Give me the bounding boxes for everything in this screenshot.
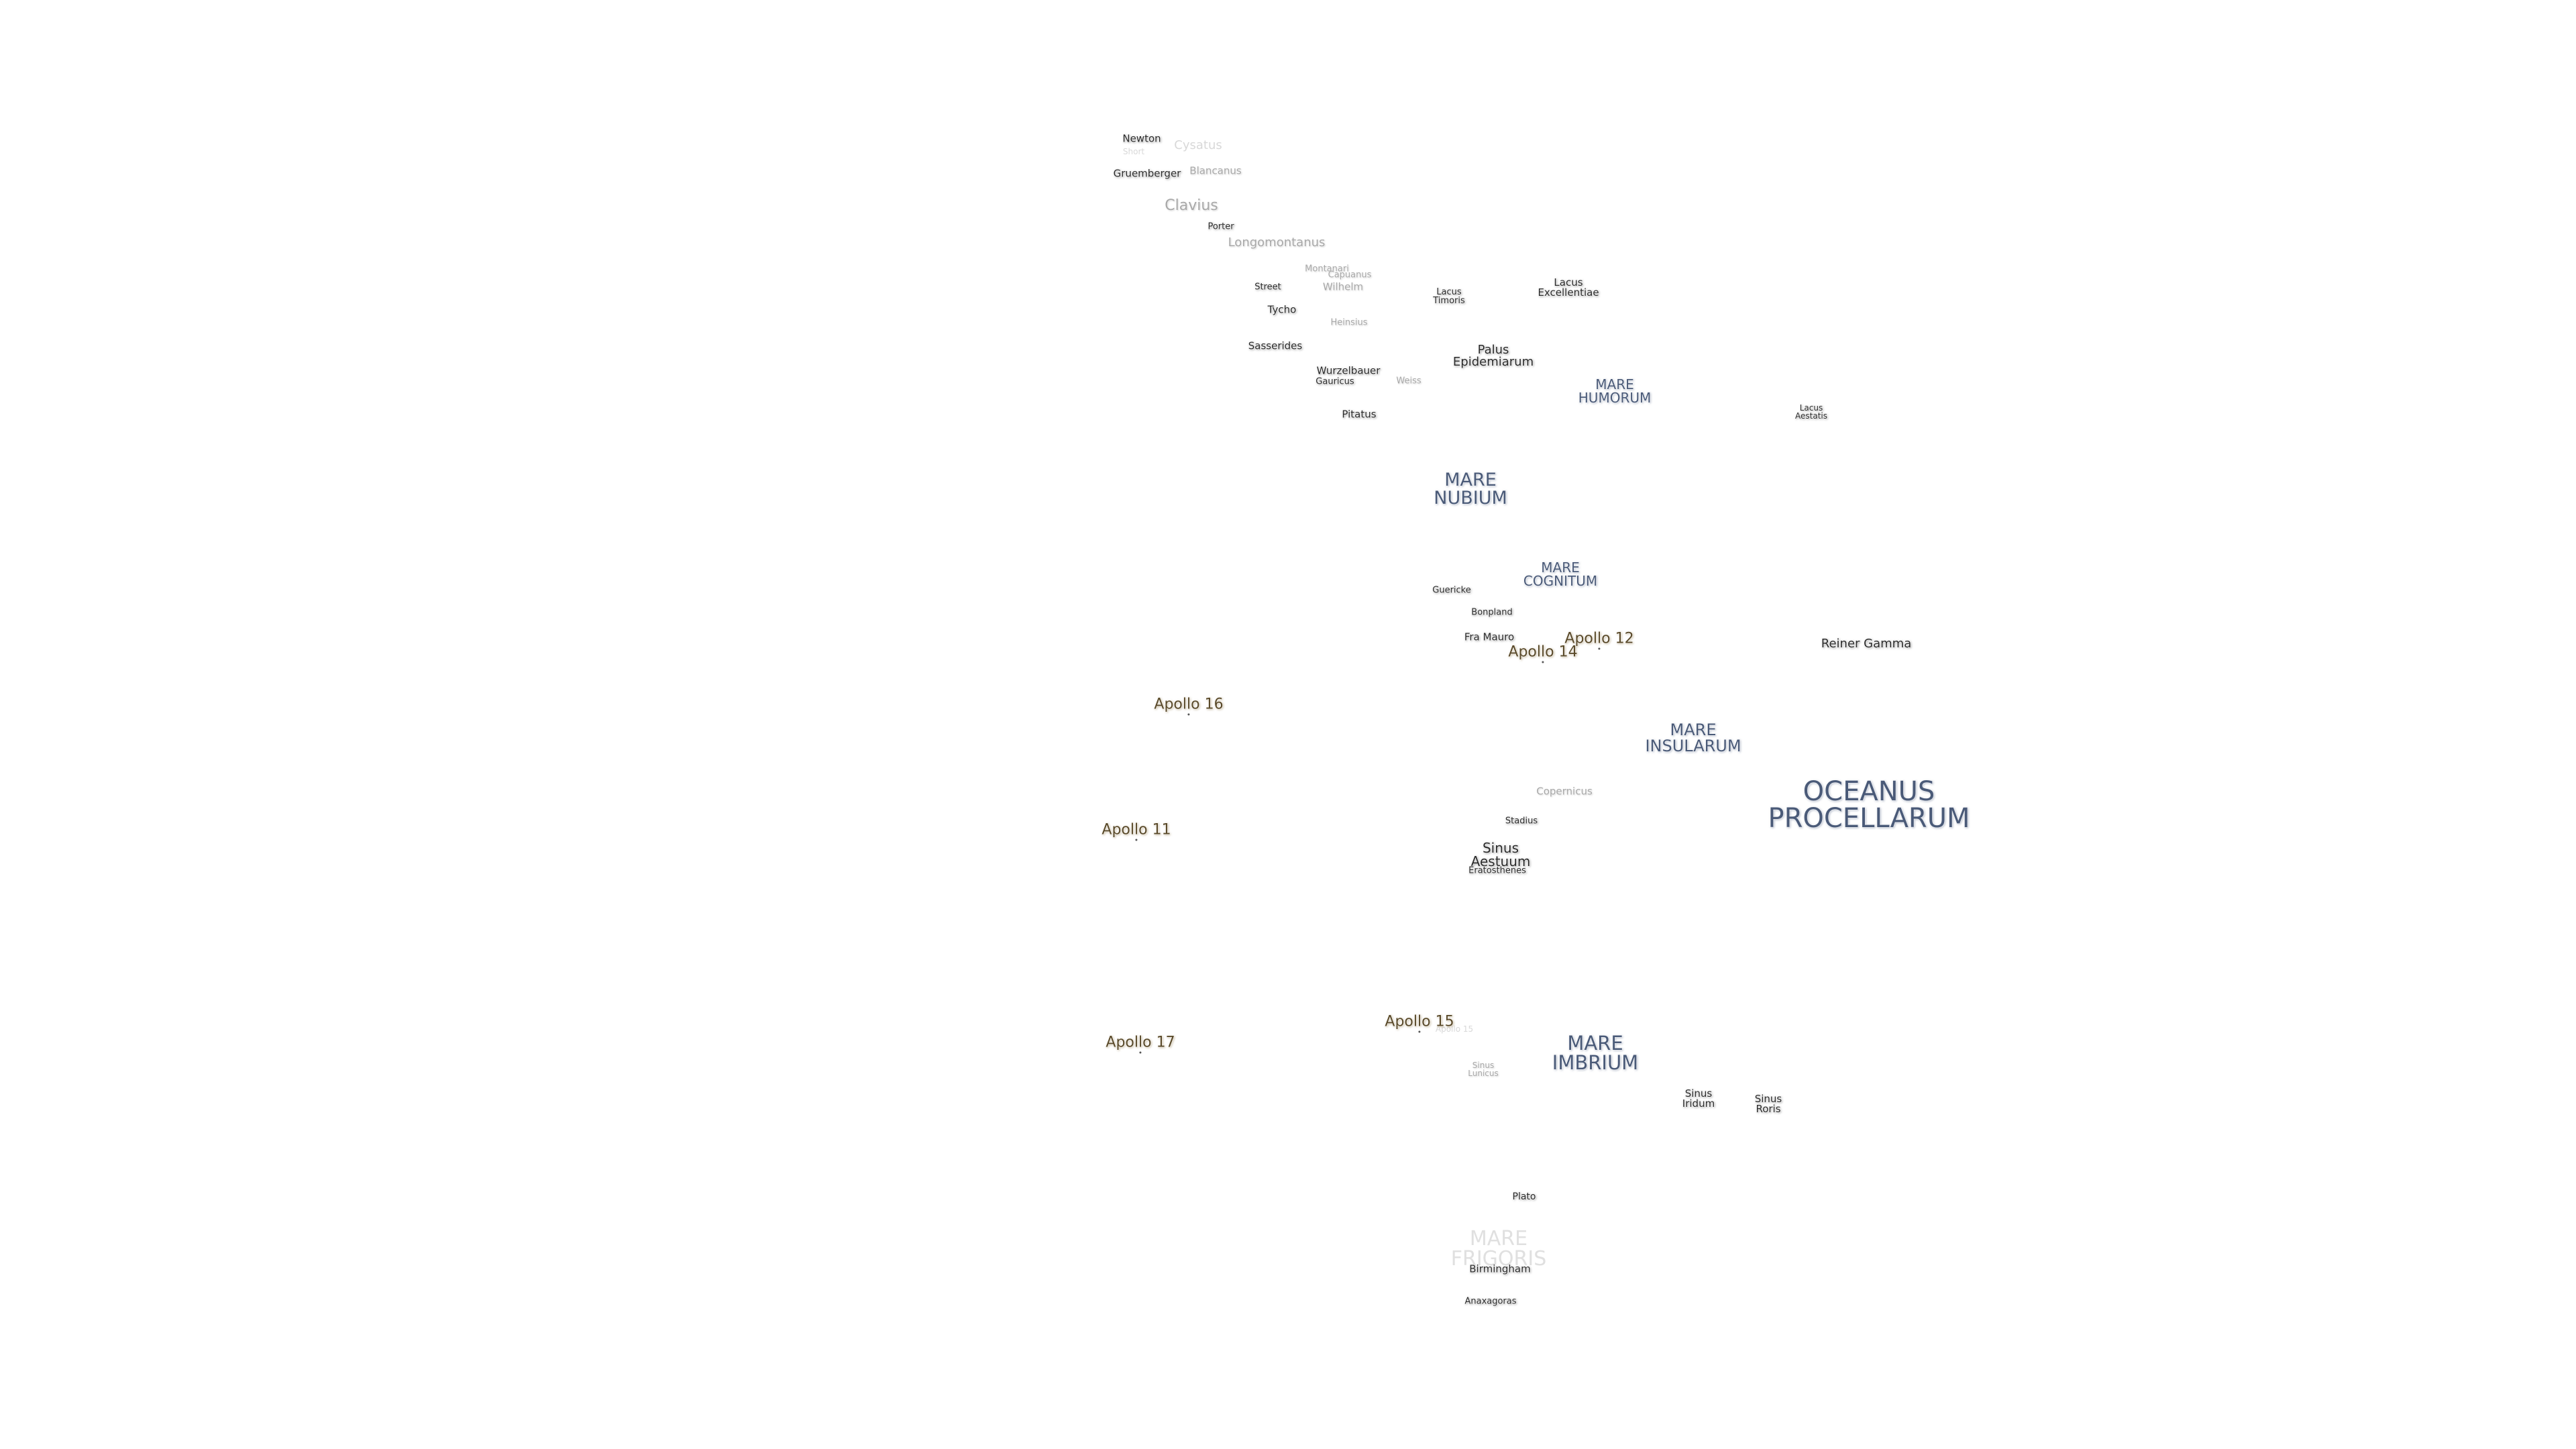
site-apollo-15[interactable]: Apollo 15	[1385, 1014, 1454, 1033]
label-tycho: Tycho	[1267, 303, 1297, 316]
label-clavius: Clavius	[1165, 197, 1218, 214]
label-short: Short	[1122, 147, 1145, 156]
label-weiss: Weiss	[1396, 376, 1421, 386]
label-copernicus: Copernicus	[1536, 785, 1593, 798]
site-marker-icon	[1139, 1051, 1142, 1054]
label-reiner-gamma: Reiner Gamma	[1821, 637, 1912, 651]
site-apollo-12[interactable]: Apollo 12	[1564, 631, 1634, 650]
label-wurzelbauer: Wurzelbauer	[1316, 364, 1381, 377]
site-marker-icon	[1135, 839, 1138, 841]
site-marker-icon	[1598, 647, 1601, 650]
site-apollo-14[interactable]: Apollo 14	[1508, 645, 1578, 663]
label-archimedes-ghost: Apollo 15	[1435, 1024, 1474, 1034]
label-gauricus: Gauricus	[1316, 376, 1354, 387]
label-pitatus: Pitatus	[1342, 408, 1377, 421]
site-apollo-17[interactable]: Apollo 17	[1106, 1035, 1175, 1054]
label-anaxagoras: Anaxagoras	[1464, 1296, 1517, 1307]
label-bonpland: Bonpland	[1471, 607, 1513, 618]
label-fra-mauro: Fra Mauro	[1464, 631, 1515, 643]
site-marker-icon	[1542, 661, 1544, 663]
label-cysatus: Cysatus	[1174, 138, 1222, 152]
label-heinsius: Heinsius	[1330, 317, 1368, 328]
label-newton: Newton	[1122, 132, 1161, 145]
label-longomontanus: Longomontanus	[1228, 235, 1326, 250]
label-montanari: Montanari	[1305, 264, 1349, 274]
label-porter: Porter	[1208, 221, 1234, 232]
label-gruemberger: Gruemberger	[1113, 167, 1181, 180]
label-capuanus: Capuanus	[1328, 270, 1372, 280]
label-plato: Plato	[1512, 1191, 1536, 1202]
label-birmingham: Birmingham	[1469, 1263, 1531, 1275]
site-marker-icon	[1187, 713, 1190, 716]
site-marker-icon	[1418, 1030, 1421, 1033]
label-stadius: Stadius	[1505, 816, 1538, 826]
label-blancanus: Blancanus	[1189, 164, 1242, 177]
label-eratosthenes: Eratosthenes	[1468, 865, 1526, 876]
label-wilhelm: Wilhelm	[1322, 280, 1364, 293]
site-apollo-11[interactable]: Apollo 11	[1102, 822, 1171, 841]
label-sasserides: Sasserides	[1248, 339, 1303, 352]
site-apollo-16[interactable]: Apollo 16	[1154, 697, 1224, 716]
label-guericke: Guericke	[1432, 585, 1471, 596]
label-street: Street	[1254, 282, 1281, 292]
